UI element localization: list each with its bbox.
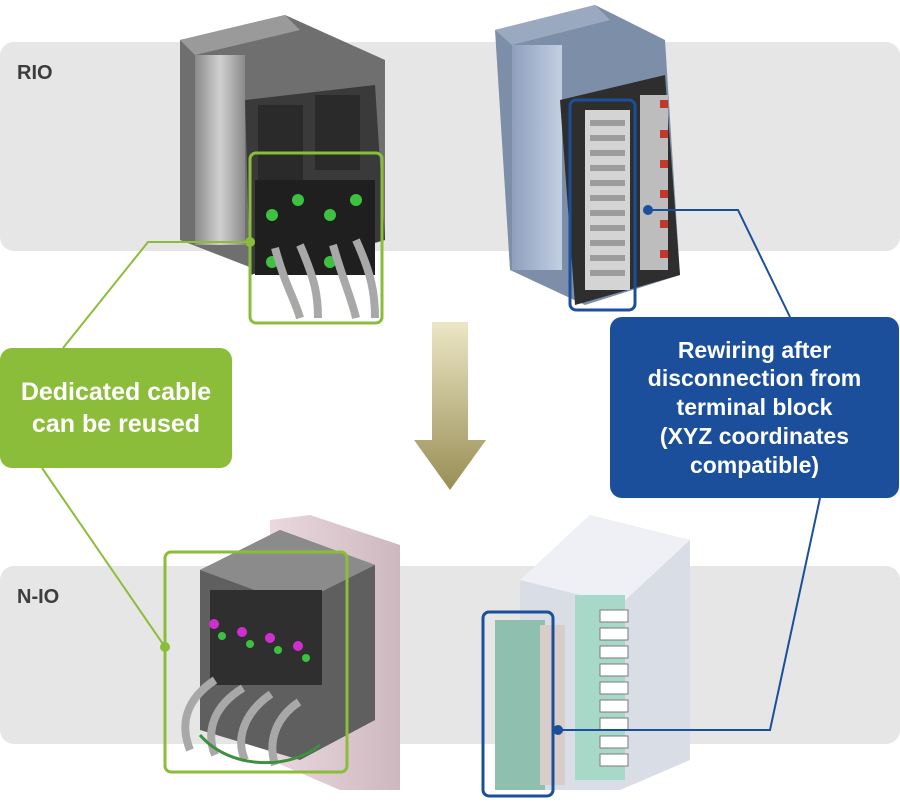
- green-dot-top: [245, 237, 255, 247]
- nio-terminal-highlight: [481, 610, 555, 798]
- nio-module-right: [495, 515, 690, 790]
- rewiring-callout-line-5: compatible): [689, 451, 820, 478]
- rewiring-callout-line-2: disconnection from: [647, 365, 862, 392]
- green-connector-lines: [41, 241, 250, 648]
- rio-module-left: [180, 15, 385, 320]
- blue-dot-bottom: [553, 725, 563, 735]
- rio-module-right: [495, 5, 680, 305]
- rewiring-callout: Rewiring after disconnection from termin…: [610, 317, 899, 498]
- rewiring-callout-line-4: (XYZ coordinates: [659, 422, 850, 449]
- blue-dot-top: [643, 205, 653, 215]
- rewiring-callout-line-1: Rewiring after: [677, 336, 832, 363]
- rio-terminal-highlight: [568, 98, 637, 312]
- nio-label: N-IO: [17, 586, 60, 608]
- reuse-cable-callout: Dedicated cable can be reused: [0, 348, 232, 468]
- reuse-callout-line-1: Dedicated cable: [20, 377, 212, 406]
- rio-band: [0, 42, 900, 251]
- nio-module-left: [181, 515, 400, 790]
- blue-connector-lines: [558, 209, 821, 731]
- down-arrow-icon: [414, 322, 486, 490]
- nio-band: [0, 566, 900, 744]
- reuse-callout-line-2: can be reused: [31, 410, 201, 438]
- nio-cable-highlight: [163, 550, 349, 774]
- rio-label: RIO: [17, 62, 53, 84]
- rewiring-callout-line-3: terminal block: [676, 394, 833, 421]
- green-dot-bottom: [160, 642, 170, 652]
